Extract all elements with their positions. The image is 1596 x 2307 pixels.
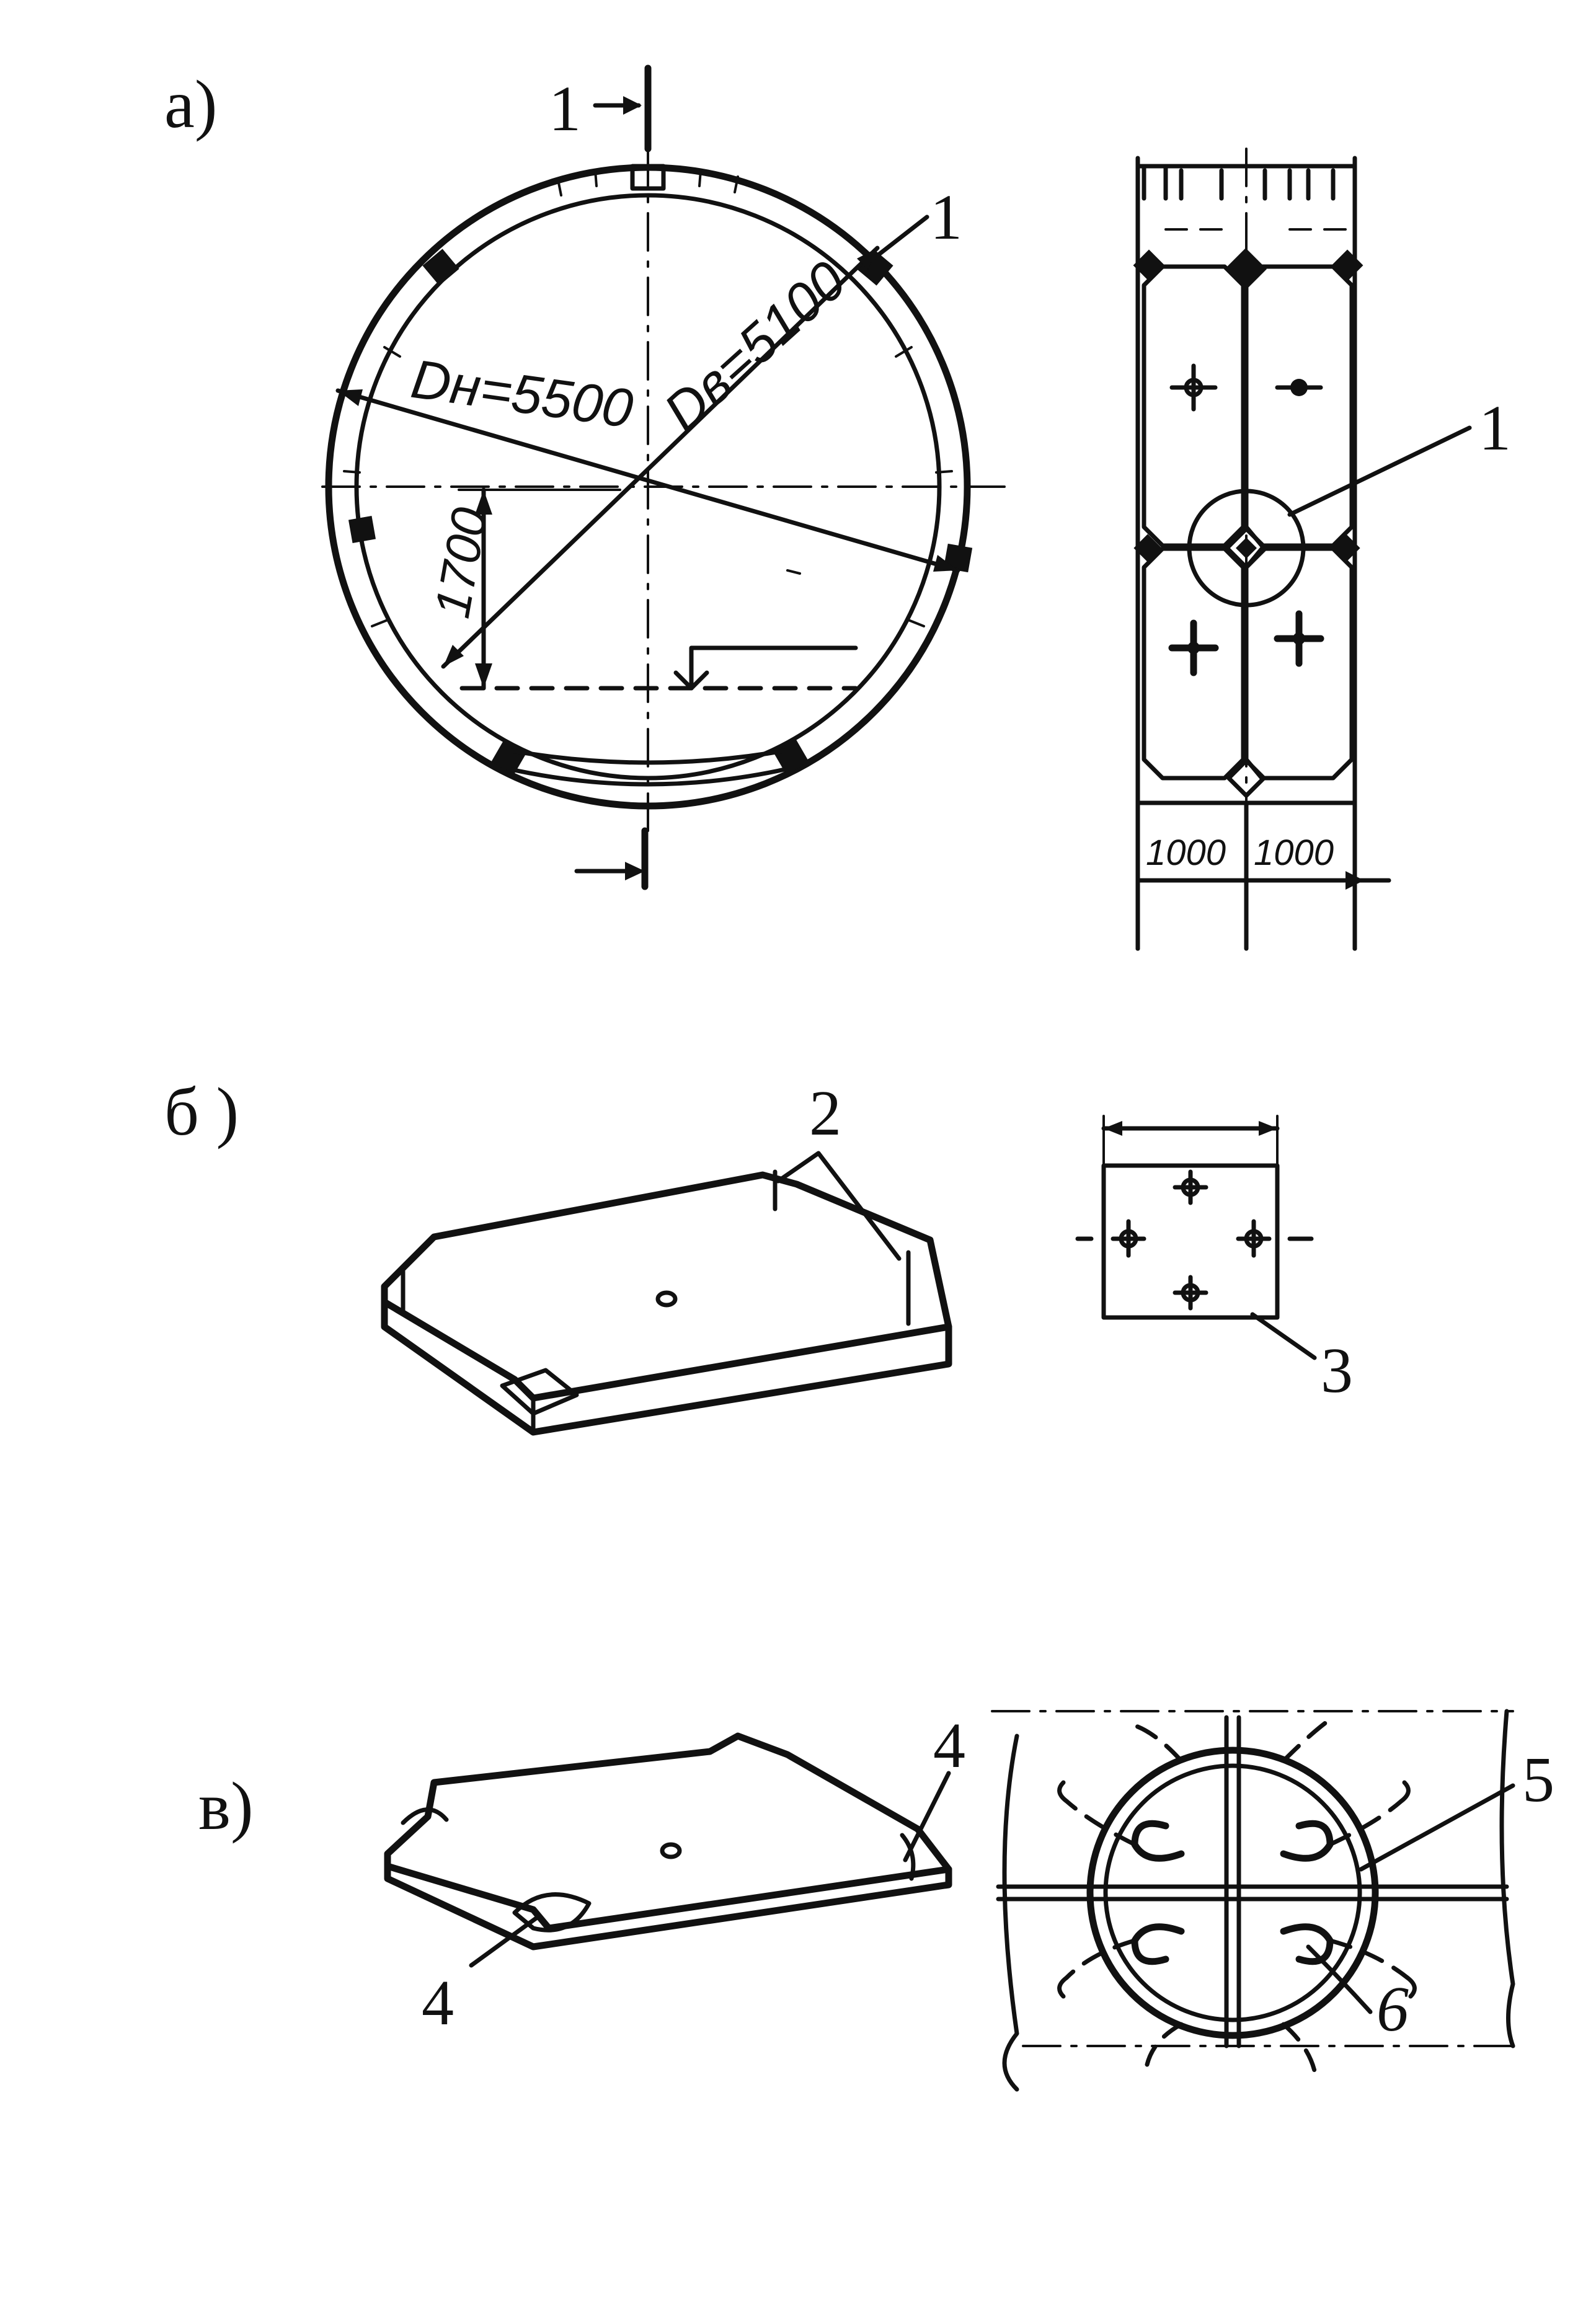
callout-ring-leader [869,215,929,263]
slab-v-loop-right [900,1833,916,1881]
dim-arrow-height-b [475,663,492,688]
ring-joint [422,249,459,286]
callout-4-right-leader [903,1771,951,1862]
ring-tray [506,748,790,787]
dim-arrow-inner-b [857,248,877,270]
joint-node [1225,248,1267,290]
callout-5-label: 5 [1522,1744,1554,1815]
dim-line-inner [441,246,880,669]
seam-vertical [1224,1715,1241,2048]
callout-2-label: 2 [809,1078,841,1149]
slab-v-pocket [512,1892,592,1933]
dim-arrow-height-a [475,490,492,515]
section-arrowhead-bottom [625,862,645,880]
water-level-shelf [689,645,858,691]
joint-ring-inner [1103,1763,1362,2022]
dim-line-outer [335,388,960,573]
plate-dim-ext [1102,1115,1279,1167]
section-arrowhead-top [623,96,642,115]
panel-a: а) 1 [164,64,1006,890]
section-top-ribs [1142,165,1336,201]
callout-3-leader [1250,1312,1317,1360]
callout-3-label: 3 [1321,1335,1353,1406]
callout-detail-leader [1287,425,1472,517]
segment-slab-b [381,1169,952,1436]
ring-ribs [343,169,953,627]
joint-node [1133,249,1165,281]
joint-node-detail [1225,526,1268,570]
joint-node [1226,758,1266,798]
dim-width-1: 1000 [1146,833,1226,873]
panel-b-label: б ) [164,1074,239,1149]
joint-node [1331,249,1363,281]
panel-v: в) 4 4 [198,1709,1554,2092]
speck [786,569,801,575]
detail-break-left [1002,1734,1019,2092]
callout-2-leader [776,1151,902,1261]
slab-b-hole [655,1290,678,1308]
anchor-loop [1280,1820,1334,1862]
callout-4-right-label: 4 [933,1710,965,1781]
segment-slab-v [384,1732,952,1951]
panel-a-section-view: 1 1000 1000 [1133,148,1511,951]
dim-outer-text: Dн=5500 [407,348,636,440]
dim-arrow-inner-a [443,645,464,666]
bolt-marks [1168,363,1324,676]
rebar-dashed [1064,1715,1410,2073]
detail-break-right [1499,1709,1515,2048]
anchor-loop [1131,1923,1185,1965]
dim-strip-ticks [1135,800,1357,951]
slab-b-edge [381,1298,952,1436]
plate-outline [1101,1163,1280,1320]
callout-5-leader [1359,1783,1515,1872]
detail-circle [1187,489,1306,608]
dim-height-text: 1700 [424,503,498,622]
slab-v-top [384,1732,952,1932]
water-level-mark [673,670,709,691]
dim-arrow-outer-a [338,389,363,406]
joint-node-core [1236,538,1257,559]
dim-inner-text: Dв=5100 [652,249,857,443]
anchor-loop [1280,1923,1334,1965]
ring-joint [348,515,376,544]
dim-strip-arrow [1346,871,1364,890]
callout-detail-label: 1 [1479,392,1511,464]
callout-ring-label: 1 [930,182,962,253]
section-mark-label: 1 [549,73,581,144]
joint-node [1133,534,1162,562]
callout-6-label: 6 [1377,1973,1409,2045]
joint-ring-outer [1086,1747,1379,2039]
slab-b-top [381,1171,952,1402]
plate-dim-arrow-a [1104,1121,1122,1136]
embedded-plate [1075,1115,1314,1320]
slab-b-pocket [500,1368,579,1416]
dim-arrow-outer-b [933,555,958,572]
joint-node [1332,534,1360,562]
slab-b-bolts [401,1169,911,1326]
joint-detail [991,1709,1515,2092]
seam-horizontal [996,1884,1509,1902]
panel-b: б ) 2 [164,1074,1353,1436]
ring-joint [773,739,809,775]
callout-6-leader [1306,1944,1373,2014]
callout-4-left-label: 4 [422,1967,454,2039]
callout-4-left-leader [469,1913,542,1968]
plate-dim-arrow-b [1259,1121,1277,1136]
panel-a-label: а) [164,66,217,142]
block-top-right [1244,264,1354,548]
slab-v-edge [384,1862,952,1951]
anchor-loop [1131,1820,1185,1862]
rebar-hooks [1057,1780,1417,1999]
slab-v-hole [660,1842,682,1859]
panel-v-label: в) [198,1768,254,1844]
slab-v-loop-left [401,1807,449,1825]
dim-width-2: 1000 [1254,833,1334,873]
